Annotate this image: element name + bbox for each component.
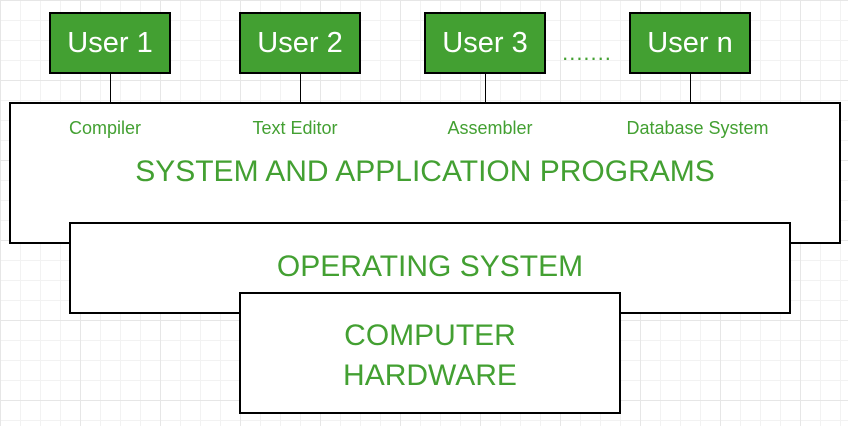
- program-label-assembler: Assembler: [447, 118, 533, 138]
- os-layer-title: OPERATING SYSTEM: [276, 250, 584, 283]
- applications-layer-title: SYSTEM AND APPLICATION PROGRAMS: [135, 155, 715, 188]
- user-1-connector: [110, 73, 111, 103]
- hardware-layer-title: COMPUTER HARDWARE: [239, 316, 621, 396]
- user-1-box: User 1: [49, 12, 171, 74]
- user-3-box: User 3: [424, 12, 546, 74]
- user-2-connector: [300, 73, 301, 103]
- program-label-compiler: Compiler: [68, 118, 142, 138]
- hardware-title-line-1: COMPUTER: [344, 319, 516, 352]
- hardware-title-line-2: HARDWARE: [343, 359, 517, 392]
- user-3-connector: [485, 73, 486, 103]
- program-label-text-editor: Text Editor: [252, 118, 338, 138]
- user-n-box: User n: [629, 12, 751, 74]
- computer-hardware-layer: [239, 292, 621, 414]
- user-2-box: User 2: [239, 12, 361, 74]
- system-application-programs-layer: [9, 102, 841, 244]
- user-n-connector: [690, 73, 691, 103]
- ellipsis: .......: [562, 40, 612, 65]
- program-label-database-system: Database System: [626, 118, 769, 138]
